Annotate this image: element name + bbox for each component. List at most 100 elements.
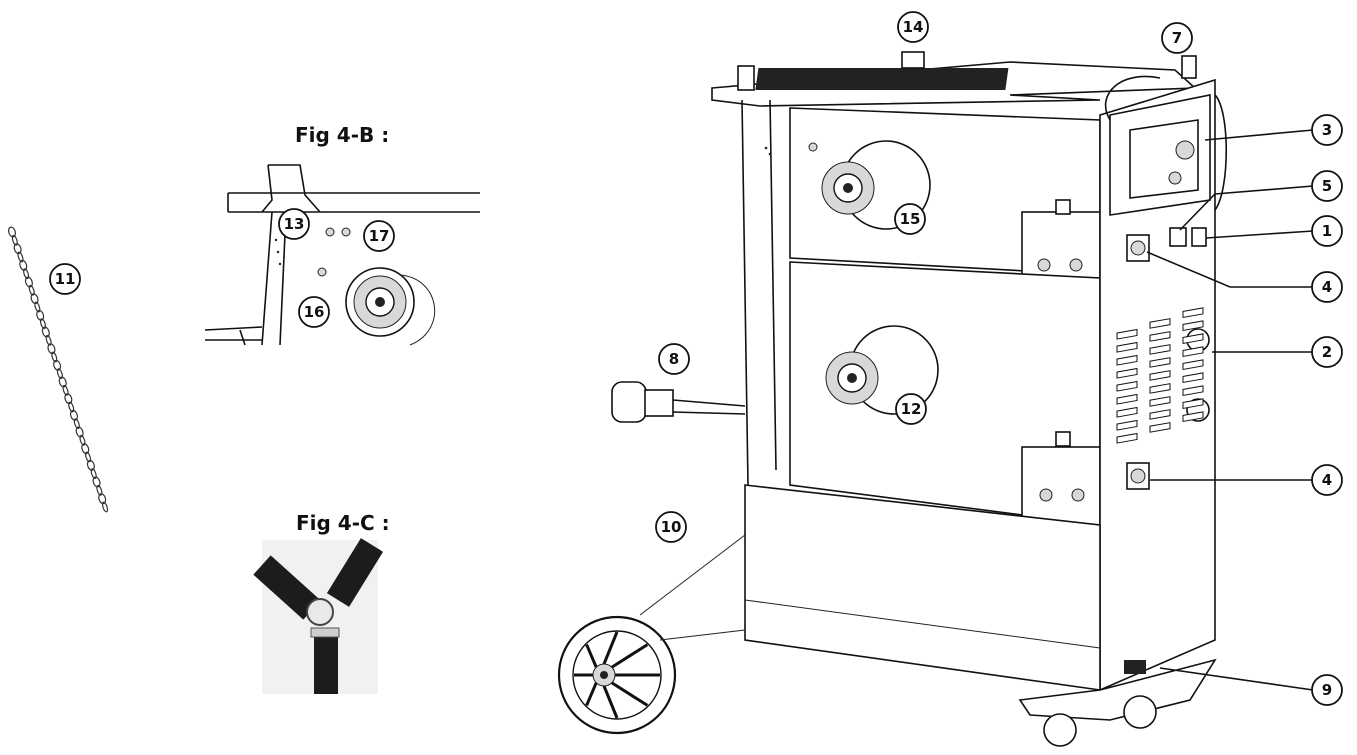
chain-link bbox=[39, 318, 47, 330]
callout-number: 17 bbox=[369, 227, 390, 245]
chain-link bbox=[47, 343, 56, 355]
vent-slot bbox=[1182, 385, 1204, 396]
wheel-spoke bbox=[610, 681, 649, 707]
chain-link bbox=[36, 309, 45, 321]
vent-slot bbox=[1116, 393, 1138, 405]
wheel-spoke bbox=[585, 682, 598, 706]
chain-link bbox=[13, 243, 22, 255]
wheel-spoke bbox=[610, 643, 649, 669]
chain-link bbox=[24, 276, 33, 288]
chain-link bbox=[81, 443, 90, 455]
callout-number: 9 bbox=[1322, 681, 1332, 699]
callout-number: 13 bbox=[284, 215, 305, 233]
chain-link bbox=[98, 493, 107, 505]
chain-link bbox=[58, 376, 67, 388]
callout-11: 11 bbox=[49, 263, 81, 295]
vent-slot bbox=[1182, 372, 1204, 383]
chain-link bbox=[86, 459, 95, 471]
wheel-spoke bbox=[602, 685, 619, 719]
callout-number: 7 bbox=[1172, 29, 1182, 47]
vent-slot bbox=[1116, 406, 1138, 418]
vent-slot bbox=[1116, 328, 1138, 340]
chain-link bbox=[7, 226, 17, 238]
chain-link bbox=[45, 334, 52, 346]
vent-slot bbox=[1149, 383, 1171, 394]
fig-4b-detail: Fig 4-B : bbox=[204, 123, 480, 346]
vent-slot bbox=[1182, 346, 1204, 357]
chain-link bbox=[101, 501, 109, 513]
vent-slot bbox=[1182, 359, 1204, 370]
chain-link bbox=[56, 368, 63, 380]
vent-slot bbox=[1182, 307, 1204, 318]
vent-slot bbox=[1116, 419, 1138, 431]
welding-cart-drawing bbox=[557, 51, 1228, 747]
callout-number: 11 bbox=[55, 270, 76, 288]
fig-4b-title: Fig 4-B : bbox=[295, 123, 389, 147]
chain-link bbox=[19, 259, 28, 271]
vent-slot bbox=[1149, 422, 1171, 433]
callout-8: 8 bbox=[658, 343, 690, 375]
callout-4a: 4 bbox=[1311, 271, 1343, 303]
vent-slot bbox=[1116, 432, 1138, 444]
callout-5: 5 bbox=[1311, 170, 1343, 202]
vent-slot bbox=[1149, 370, 1171, 381]
callout-number: 3 bbox=[1322, 121, 1332, 139]
callout-15: 15 bbox=[894, 203, 926, 235]
callout-10: 10 bbox=[655, 511, 687, 543]
wheel-spoke bbox=[585, 644, 598, 668]
chain-link bbox=[53, 359, 62, 371]
chain-link bbox=[23, 268, 30, 280]
callout-number: 4 bbox=[1322, 471, 1332, 489]
chain-illustration bbox=[7, 226, 109, 513]
leader-lines bbox=[1146, 129, 1314, 691]
callout-14: 14 bbox=[897, 11, 929, 43]
callout-number: 10 bbox=[661, 518, 682, 536]
vent-slot bbox=[1149, 344, 1171, 355]
wheel-spoke bbox=[602, 631, 619, 665]
vent-slot bbox=[1182, 333, 1204, 344]
callout-number: 14 bbox=[903, 18, 924, 36]
chain-link bbox=[90, 468, 97, 480]
callout-3: 3 bbox=[1311, 114, 1343, 146]
vent-slot bbox=[1182, 320, 1204, 331]
chain-link bbox=[28, 284, 35, 296]
fig-4c-detail: Fig 4-C : bbox=[253, 511, 390, 694]
vent-slot bbox=[1149, 396, 1171, 407]
callout-9: 9 bbox=[1311, 674, 1343, 706]
fig-4c-title: Fig 4-C : bbox=[296, 511, 390, 535]
vent-slot bbox=[1149, 357, 1171, 368]
chain-link bbox=[92, 476, 101, 488]
callout-2: 2 bbox=[1311, 336, 1343, 368]
callout-17: 17 bbox=[363, 220, 395, 252]
callout-4b: 4 bbox=[1311, 464, 1343, 496]
chain-link bbox=[17, 251, 24, 263]
chain-link bbox=[96, 484, 103, 496]
callout-number: 15 bbox=[900, 210, 921, 228]
vent-slot bbox=[1116, 341, 1138, 353]
chain-link bbox=[30, 293, 39, 305]
vent-slot bbox=[1116, 380, 1138, 392]
vent-slot bbox=[1116, 354, 1138, 366]
callout-number: 2 bbox=[1322, 343, 1332, 361]
callout-13: 13 bbox=[278, 208, 310, 240]
vent-slot bbox=[1149, 331, 1171, 342]
callout-number: 1 bbox=[1322, 222, 1332, 240]
callout-1: 1 bbox=[1311, 215, 1343, 247]
callout-number: 16 bbox=[304, 303, 325, 321]
callout-number: 5 bbox=[1322, 177, 1332, 195]
chain-link bbox=[41, 326, 50, 338]
chain-link bbox=[69, 409, 79, 421]
chain-link bbox=[51, 351, 58, 363]
chain-link bbox=[85, 451, 92, 463]
callout-7: 7 bbox=[1161, 22, 1193, 54]
vent-slot bbox=[1149, 318, 1171, 329]
chain-link bbox=[73, 418, 80, 430]
chain-link bbox=[79, 434, 86, 446]
chain-link bbox=[68, 401, 75, 413]
chain-link bbox=[11, 234, 18, 246]
chain-link bbox=[75, 426, 84, 438]
chain-link bbox=[64, 393, 73, 405]
callout-12: 12 bbox=[895, 393, 927, 425]
callout-number: 8 bbox=[669, 350, 679, 368]
